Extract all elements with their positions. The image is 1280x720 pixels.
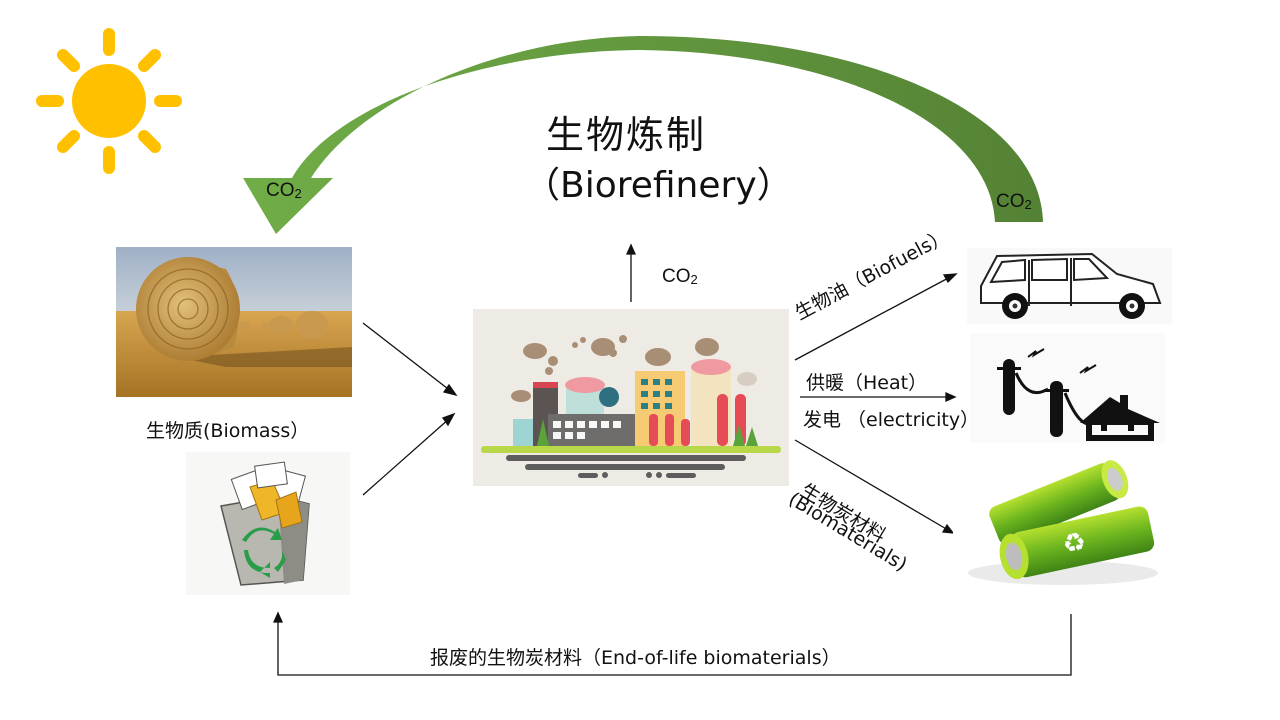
car-icon: [967, 248, 1172, 324]
green-battery-image: ♻: [953, 451, 1175, 595]
refinery-factory-image: [473, 309, 789, 486]
arrow-waste-to-refinery: [362, 417, 451, 496]
end-of-life-biomaterials-label: 报废的生物炭材料（End-of-life biomaterials）: [430, 647, 841, 669]
heat-label: 供暖（Heat）: [806, 372, 928, 394]
cycle-co2-right-label: CO2: [996, 191, 1032, 212]
electricity-label: 发电 （electricity）: [803, 409, 980, 431]
biomass-hay-bale-image: [116, 247, 352, 397]
diagram-title-chinese: 生物炼制: [546, 113, 707, 157]
arrow-biofuels: [794, 275, 953, 361]
cycle-co2-left-label: CO2: [266, 180, 302, 201]
biomass-label: 生物质(Biomass）: [146, 420, 310, 442]
arrow-biomass-to-refinery: [362, 322, 453, 393]
refinery-co2-emission-label: CO2: [662, 266, 698, 287]
sun-icon: [36, 28, 182, 174]
return-loop-line: [277, 614, 1072, 676]
recycle-bin-icon: [186, 452, 350, 595]
power-line-house-icon: [970, 333, 1165, 443]
diagram-title-english: （Biorefinery）: [524, 165, 793, 206]
arrow-biomaterials: [794, 439, 949, 531]
